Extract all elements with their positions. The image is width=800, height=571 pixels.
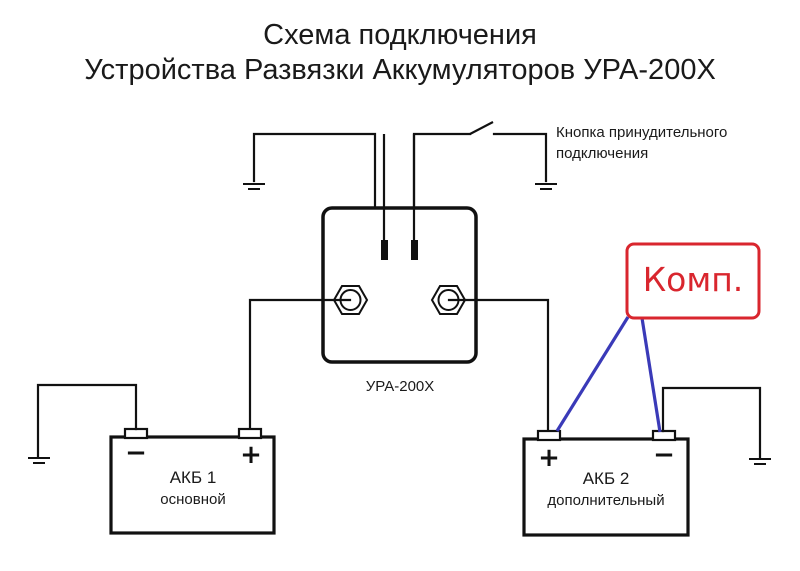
battery2-name: АКБ 2 bbox=[583, 469, 630, 488]
battery2-plus-terminal bbox=[536, 429, 562, 442]
device-label: УРА-200Х bbox=[366, 378, 435, 395]
compressor-wire-plus bbox=[555, 316, 630, 432]
battery1-minus-terminal bbox=[123, 427, 149, 440]
battery1-ground-wire bbox=[28, 383, 138, 464]
compressor-label: Комп. bbox=[643, 260, 744, 299]
power-wire-battery1 bbox=[248, 298, 352, 430]
battery1-subtitle: основной bbox=[160, 491, 225, 508]
battery2-minus-sign: − bbox=[653, 440, 675, 470]
ground-symbol bbox=[535, 183, 557, 190]
compressor-box: Комп. bbox=[625, 242, 761, 320]
control-wire-ground bbox=[243, 132, 377, 244]
title-line-1: Схема подключения bbox=[263, 19, 537, 51]
device-ura-200x bbox=[321, 134, 478, 364]
battery1-name: АКБ 1 bbox=[170, 468, 217, 487]
control-pin-right bbox=[411, 240, 418, 260]
control-pin-left bbox=[381, 240, 388, 260]
ground-symbol bbox=[243, 183, 265, 190]
battery-1: − + АКБ 1 основной bbox=[109, 427, 276, 535]
battery1-plus-sign: + bbox=[240, 440, 262, 470]
battery2-subtitle: дополнительный bbox=[547, 492, 664, 509]
power-wire-battery2 bbox=[447, 298, 550, 432]
button-label-line-1: Кнопка принудительного bbox=[556, 124, 727, 141]
button-label-line-2: подключения bbox=[556, 145, 648, 162]
battery1-minus-sign: − bbox=[125, 438, 147, 468]
battery2-ground-wire bbox=[661, 386, 771, 465]
battery-2: + − АКБ 2 дополнительный bbox=[522, 429, 690, 537]
compressor-wire-minus bbox=[640, 317, 662, 433]
switch-icon bbox=[469, 121, 494, 135]
battery2-minus-terminal bbox=[651, 429, 677, 442]
battery1-plus-terminal bbox=[237, 427, 263, 440]
battery2-plus-sign: + bbox=[538, 443, 560, 473]
title-line-2: Устройства Развязки Аккумуляторов УРА-20… bbox=[84, 54, 716, 86]
